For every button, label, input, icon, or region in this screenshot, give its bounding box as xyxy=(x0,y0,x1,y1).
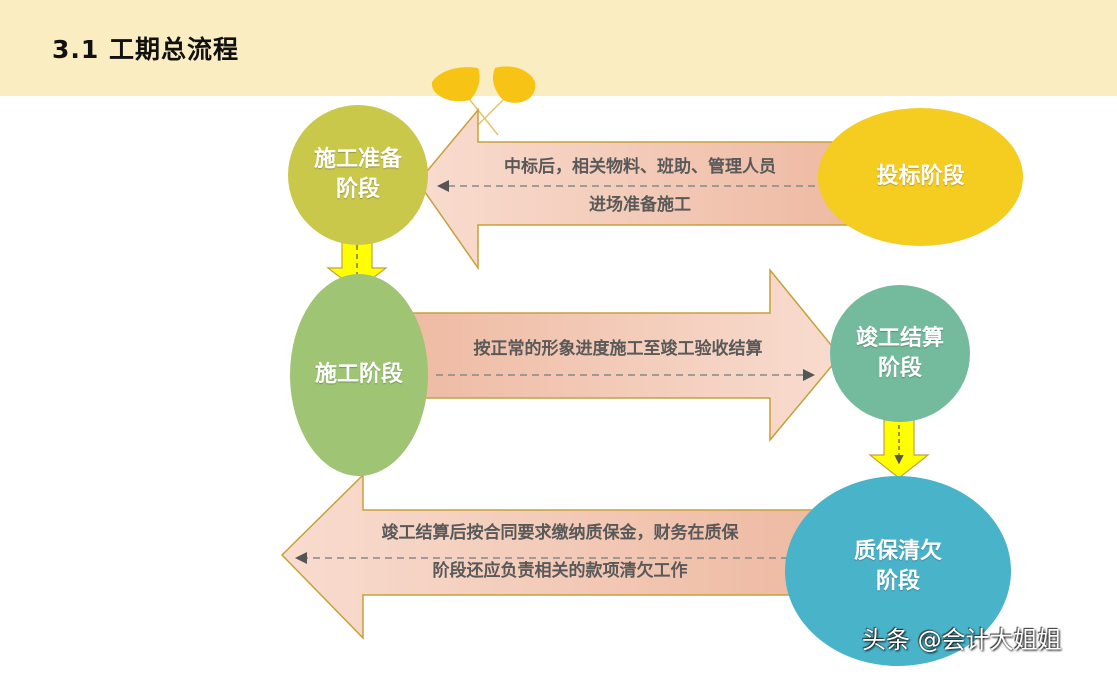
node-bidding: 投标阶段 xyxy=(818,108,1023,246)
watermark: 头条 @会计大姐姐 xyxy=(862,626,1062,654)
arrow-bottom-text: 竣工结算后按合同要求缴纳质保金，财务在质保 阶段还应负责相关的款项清欠工作 xyxy=(381,523,739,581)
header-banner: 3.1 工期总流程 xyxy=(0,0,1117,96)
node-settlement: 竣工结算阶段 xyxy=(830,285,970,422)
node-preparation: 施工准备阶段 xyxy=(288,105,428,245)
node-construction: 施工阶段 xyxy=(290,274,428,476)
node-warranty: 质保清欠阶段 xyxy=(785,476,1011,666)
ginkgo-leaf-icon xyxy=(431,66,536,136)
arrow-middle-text: 按正常的形象进度施工至竣工验收结算 xyxy=(473,339,763,359)
arrow-middle xyxy=(389,267,841,443)
page-title: 3.1 工期总流程 xyxy=(52,35,239,64)
arrow-top-text: 中标后，相关物料、班助、管理人员 进场准备施工 xyxy=(504,157,776,215)
